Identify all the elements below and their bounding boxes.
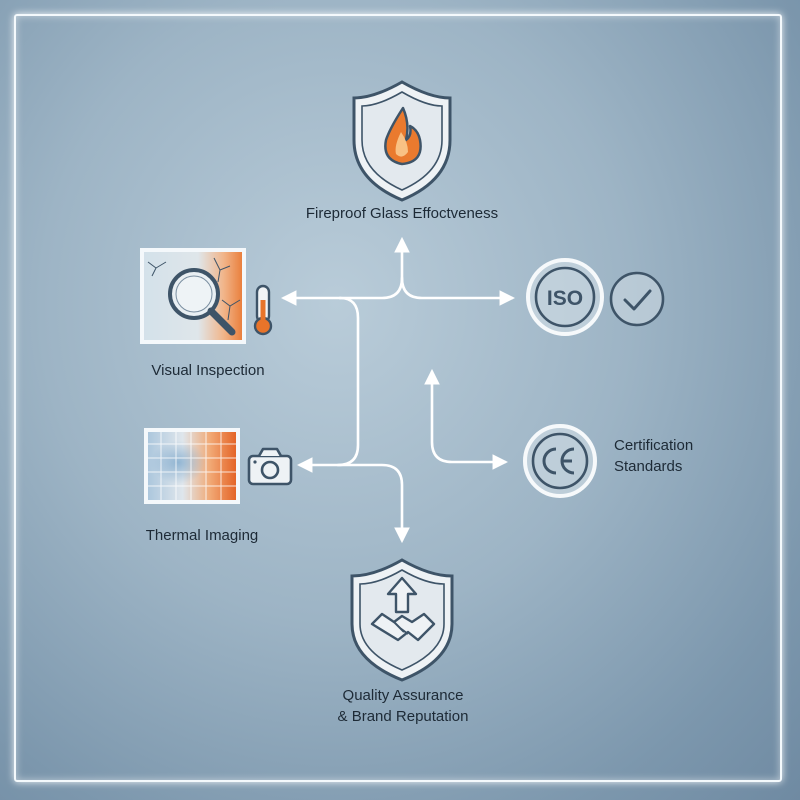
arrow-to-iso: [400, 276, 516, 306]
arrow-to-bottom: [336, 463, 410, 544]
visual-inspection-label: Visual Inspection: [151, 362, 265, 379]
glowing-frame: [14, 14, 782, 782]
certification-label-line1: Certification: [614, 437, 694, 454]
top-node-label: Fireproof Glass Effoctveness: [305, 205, 499, 222]
thermal-imaging-label: Thermal Imaging: [145, 527, 259, 544]
bottom-node-label-line1: Quality Assurance: [342, 687, 464, 704]
iso-badge-text: ISO: [547, 287, 583, 310]
certification-label-line2: Standards: [614, 458, 683, 475]
bottom-node-label-line2: & Brand Reputation: [337, 708, 469, 725]
arrow-certification-loop: [424, 368, 509, 470]
